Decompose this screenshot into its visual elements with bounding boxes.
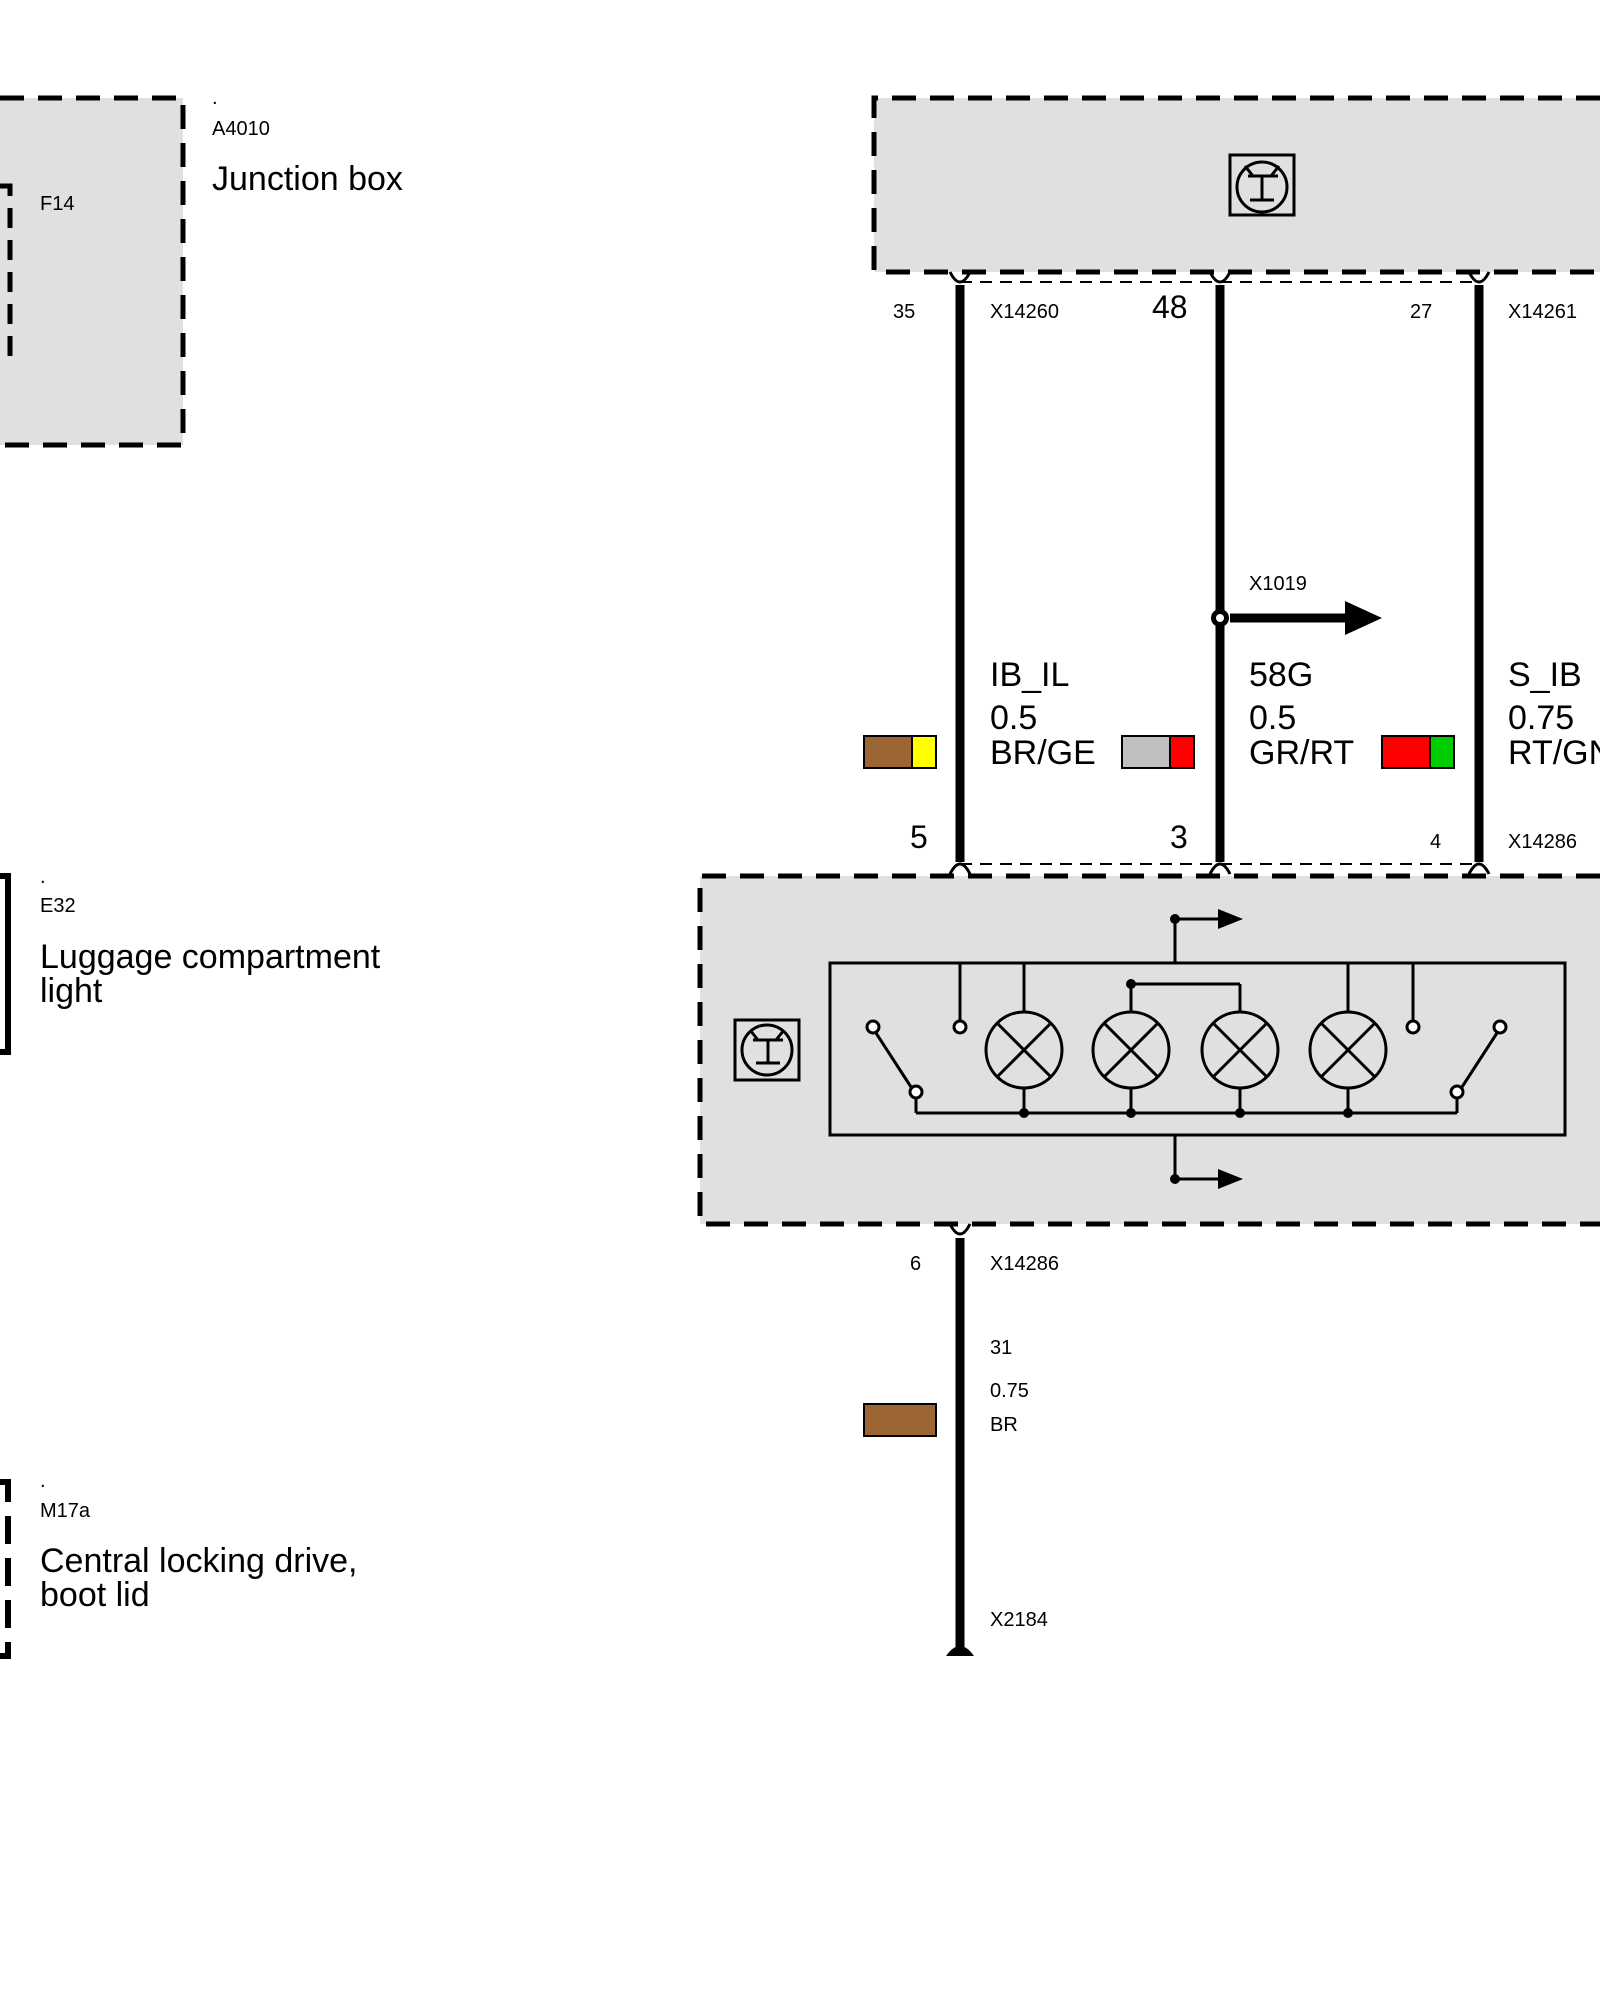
luggage-light-label: . E32 Luggage compartment light <box>0 866 381 1055</box>
wire-s-ib <box>1467 271 1491 875</box>
wire-size: 0.75 <box>1508 699 1574 737</box>
pin-label: 6 <box>910 1253 921 1275</box>
wire-signal: 31 <box>990 1337 1012 1359</box>
wire-size: 0.5 <box>990 699 1037 737</box>
wire-color: RT/GN <box>1508 734 1600 772</box>
wire-size: 0.75 <box>990 1380 1029 1402</box>
lamp-icon <box>1200 1010 1280 1118</box>
component-name-line1: Luggage compartment <box>40 938 381 976</box>
wire-color-swatch <box>1121 735 1195 769</box>
component-name: Junction box <box>212 160 403 198</box>
connector-label: X14286 <box>990 1253 1059 1275</box>
transistor-symbol-icon <box>733 1018 801 1082</box>
connector-label: X14286 <box>1508 831 1577 853</box>
arrow-right-icon <box>1345 601 1382 635</box>
lamp-icon <box>984 963 1064 1118</box>
arrow-right-icon <box>1218 1169 1243 1189</box>
fuse-f14-outline <box>0 183 13 361</box>
component-name-line2: boot lid <box>40 1576 150 1614</box>
connector-label: X14261 <box>1508 301 1577 323</box>
component-dot: . <box>212 87 218 109</box>
lamp-icon <box>1091 1010 1171 1118</box>
luggage-module-outline <box>697 873 1600 1227</box>
wire-color: BR <box>990 1414 1018 1436</box>
wire-color-swatch <box>863 1403 937 1437</box>
pin-label: 5 <box>910 819 928 855</box>
component-name-line1: Central locking drive, <box>40 1542 357 1580</box>
wire-ib-il <box>948 271 972 875</box>
transistor-symbol-icon <box>1228 153 1296 217</box>
component-id: E32 <box>40 895 76 917</box>
component-dot: . <box>40 1470 46 1492</box>
pin-label: 3 <box>1170 819 1188 855</box>
fuse-label: F14 <box>40 193 74 215</box>
connector-label: X14260 <box>990 301 1059 323</box>
splice-x1019: X1019 <box>1211 573 1382 635</box>
wire-color-swatch <box>1381 735 1455 769</box>
wire-signal: S_IB <box>1508 656 1582 694</box>
junction-box-outline <box>0 95 186 448</box>
wire-signal: IB_IL <box>990 656 1069 694</box>
luggage-light-module <box>697 873 1600 1227</box>
connector-label: X2184 <box>990 1609 1048 1631</box>
wire-color-swatch <box>863 735 937 769</box>
contact-terminal <box>952 963 968 1035</box>
switch-icon <box>1449 1019 1508 1113</box>
luggage-light-bracket <box>0 873 11 1055</box>
pin-label: 4 <box>1430 831 1441 853</box>
lamp-icon <box>1308 963 1388 1118</box>
pin-label: 48 <box>1152 289 1188 325</box>
component-name-line2: light <box>40 972 103 1010</box>
wire-58g <box>1208 271 1232 875</box>
component-dot: . <box>40 866 46 888</box>
junction-box-a4010: F14 . A4010 Junction box <box>0 87 403 448</box>
wire-size: 0.5 <box>1249 699 1296 737</box>
component-id: A4010 <box>212 118 270 140</box>
switch-icon <box>865 1019 924 1113</box>
wire-signal: 58G <box>1249 656 1313 694</box>
contact-terminal <box>1405 963 1421 1035</box>
ground-wire <box>946 1223 974 1656</box>
wire-color: GR/RT <box>1249 734 1354 772</box>
lamp-assembly-box <box>828 961 1567 1137</box>
wire-color: BR/GE <box>990 734 1096 772</box>
component-id: M17a <box>40 1500 91 1522</box>
locking-drive-bracket <box>0 1479 11 1659</box>
top-control-module <box>871 95 1600 275</box>
pin-label: 35 <box>893 301 915 323</box>
splice-label: X1019 <box>1249 573 1307 595</box>
pin-label: 27 <box>1410 301 1432 323</box>
locking-drive-label: . M17a Central locking drive, boot lid <box>0 1470 357 1659</box>
arrow-right-icon <box>1218 909 1243 929</box>
